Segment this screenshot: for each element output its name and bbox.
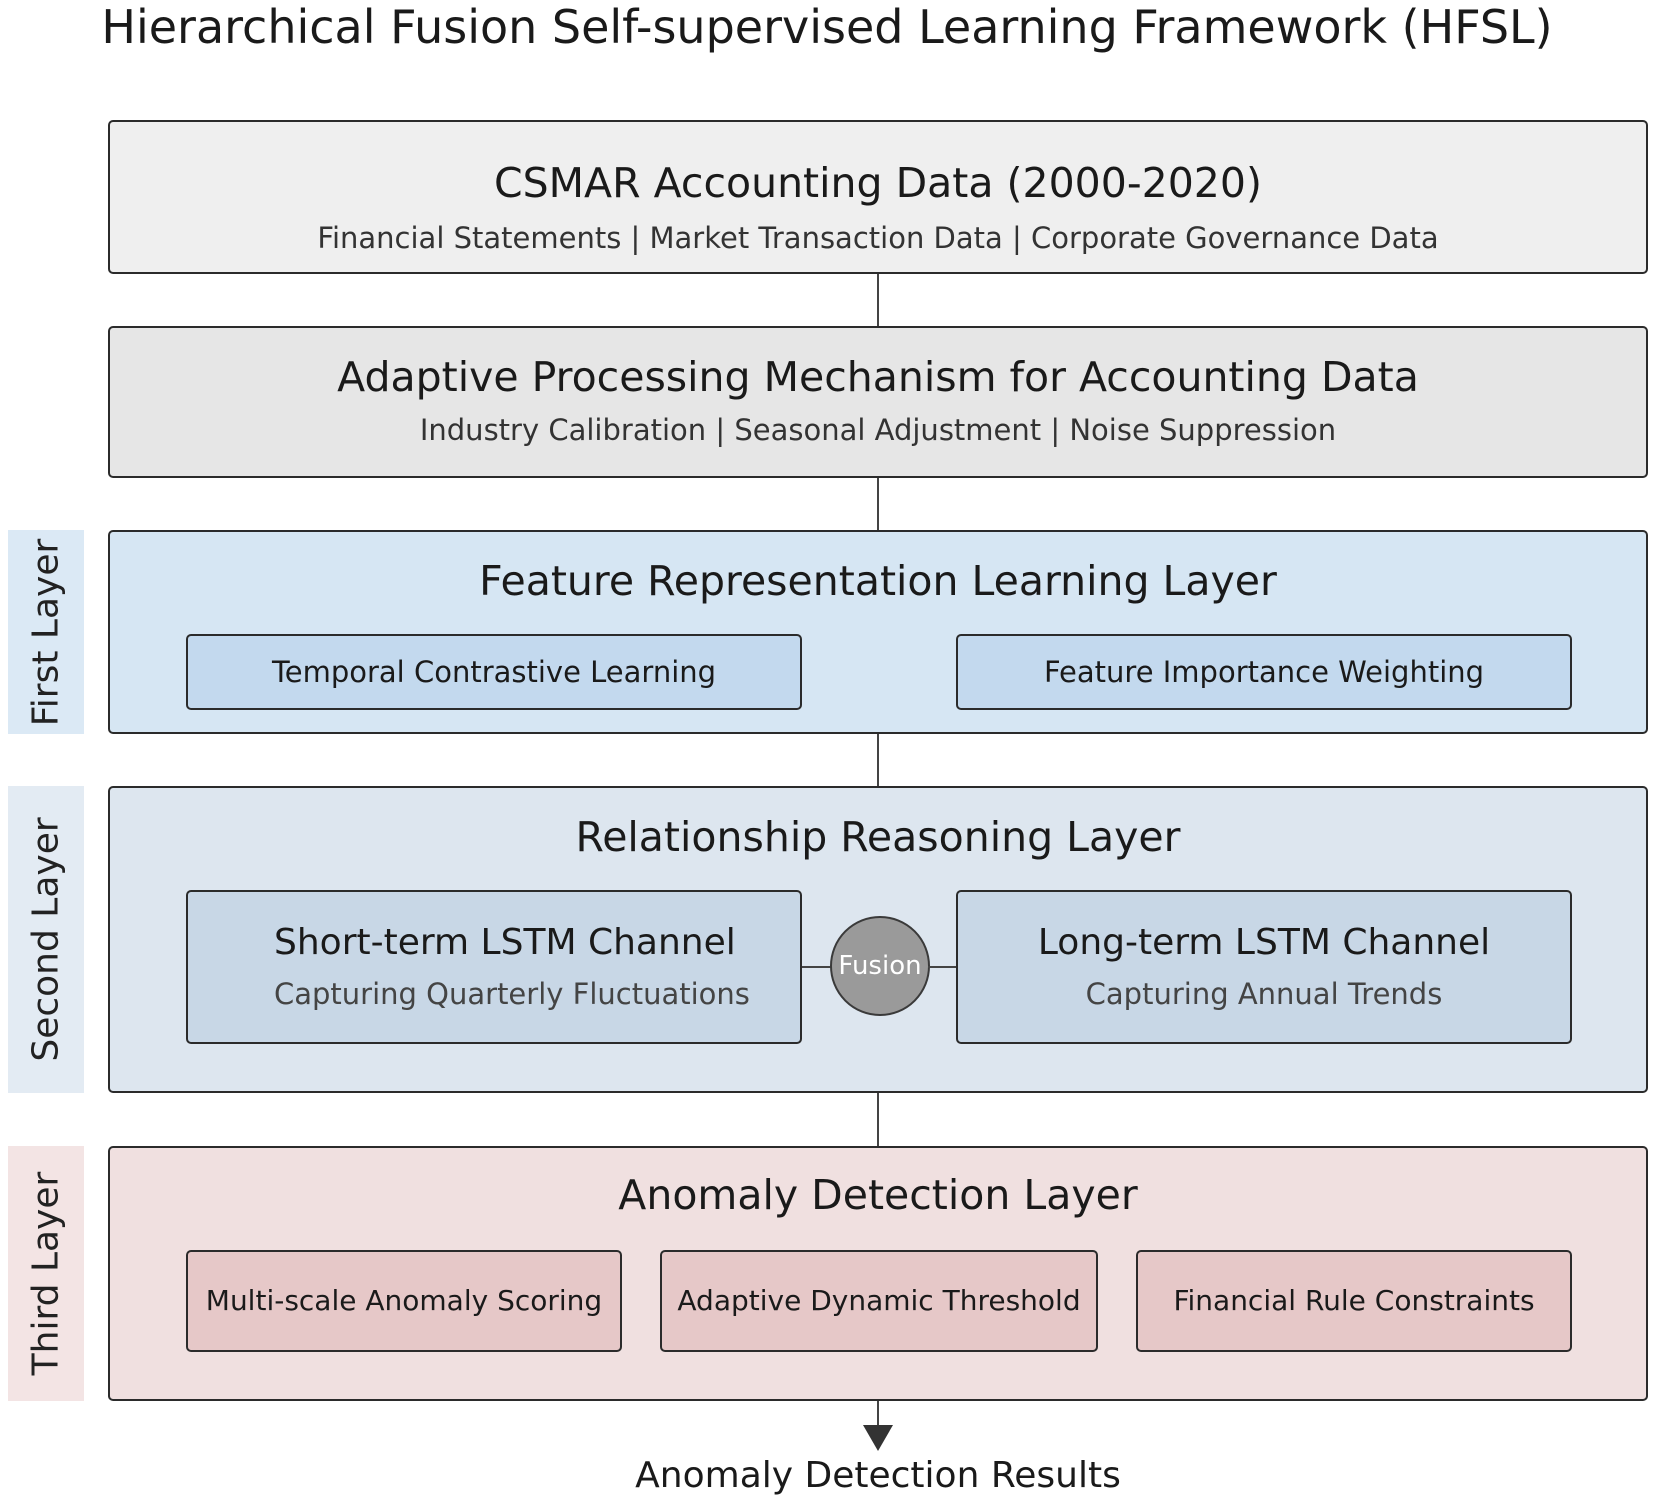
long-term-lstm-channel: Long-term LSTM Channel Capturing Annual … bbox=[956, 890, 1572, 1044]
fusion-connector-left bbox=[802, 966, 832, 968]
module-label: Temporal Contrastive Learning bbox=[271, 655, 717, 689]
output-label: Anomaly Detection Results bbox=[635, 1455, 1121, 1496]
feature-importance-weighting-module: Feature Importance Weighting bbox=[956, 634, 1572, 710]
module-label: Feature Importance Weighting bbox=[1043, 655, 1485, 689]
second-layer-box: Relationship Reasoning Layer Short-term … bbox=[108, 786, 1648, 1093]
data-source-title: CSMAR Accounting Data (2000-2020) bbox=[494, 159, 1262, 207]
first-layer-tab: First Layer bbox=[8, 530, 84, 734]
processing-box: Adaptive Processing Mechanism for Accoun… bbox=[108, 326, 1648, 478]
processing-title: Adaptive Processing Mechanism for Accoun… bbox=[337, 353, 1419, 401]
data-source-subtitle: Financial Statements | Market Transactio… bbox=[317, 221, 1439, 255]
second-layer-tab: Second Layer bbox=[8, 786, 84, 1093]
fusion-connector-right bbox=[928, 966, 958, 968]
connector-first-to-second-layer bbox=[877, 734, 879, 786]
connector-second-to-third-layer bbox=[877, 1093, 879, 1146]
first-layer-title: Feature Representation Learning Layer bbox=[479, 557, 1277, 605]
third-layer-box: Anomaly Detection Layer Multi-scale Anom… bbox=[108, 1146, 1648, 1401]
diagram-title: Hierarchical Fusion Self-supervised Lear… bbox=[101, 0, 1553, 54]
third-layer-title: Anomaly Detection Layer bbox=[618, 1171, 1138, 1219]
temporal-contrastive-learning-module: Temporal Contrastive Learning bbox=[186, 634, 802, 710]
fusion-node: Fusion bbox=[830, 916, 930, 1016]
connector-third-layer-to-output bbox=[877, 1401, 879, 1427]
short-term-channel-title: Short-term LSTM Channel bbox=[274, 922, 736, 963]
second-layer-title: Relationship Reasoning Layer bbox=[575, 813, 1181, 861]
multi-scale-anomaly-scoring-module: Multi-scale Anomaly Scoring bbox=[186, 1250, 622, 1352]
financial-rule-constraints-module: Financial Rule Constraints bbox=[1136, 1250, 1572, 1352]
third-layer-label: Third Layer bbox=[25, 1171, 67, 1376]
arrow-down-icon bbox=[863, 1425, 893, 1451]
processing-subtitle: Industry Calibration | Seasonal Adjustme… bbox=[419, 413, 1337, 447]
third-layer-tab: Third Layer bbox=[8, 1146, 84, 1401]
short-term-lstm-channel: Short-term LSTM Channel Capturing Quarte… bbox=[186, 890, 802, 1044]
second-layer-label: Second Layer bbox=[25, 817, 67, 1062]
short-term-channel-subtitle: Capturing Quarterly Fluctuations bbox=[274, 977, 750, 1011]
connector-data-to-processing bbox=[877, 274, 879, 326]
first-layer-box: Feature Representation Learning Layer Te… bbox=[108, 530, 1648, 734]
adaptive-dynamic-threshold-module: Adaptive Dynamic Threshold bbox=[660, 1250, 1098, 1352]
module-label: Adaptive Dynamic Threshold bbox=[677, 1284, 1081, 1317]
module-label: Multi-scale Anomaly Scoring bbox=[205, 1284, 603, 1317]
first-layer-label: First Layer bbox=[25, 538, 67, 726]
data-source-box: CSMAR Accounting Data (2000-2020) Financ… bbox=[108, 120, 1648, 274]
long-term-channel-subtitle: Capturing Annual Trends bbox=[1085, 977, 1443, 1011]
long-term-channel-title: Long-term LSTM Channel bbox=[1037, 922, 1491, 963]
connector-processing-to-first-layer bbox=[877, 478, 879, 530]
fusion-label: Fusion bbox=[838, 951, 922, 981]
module-label: Financial Rule Constraints bbox=[1173, 1284, 1535, 1317]
